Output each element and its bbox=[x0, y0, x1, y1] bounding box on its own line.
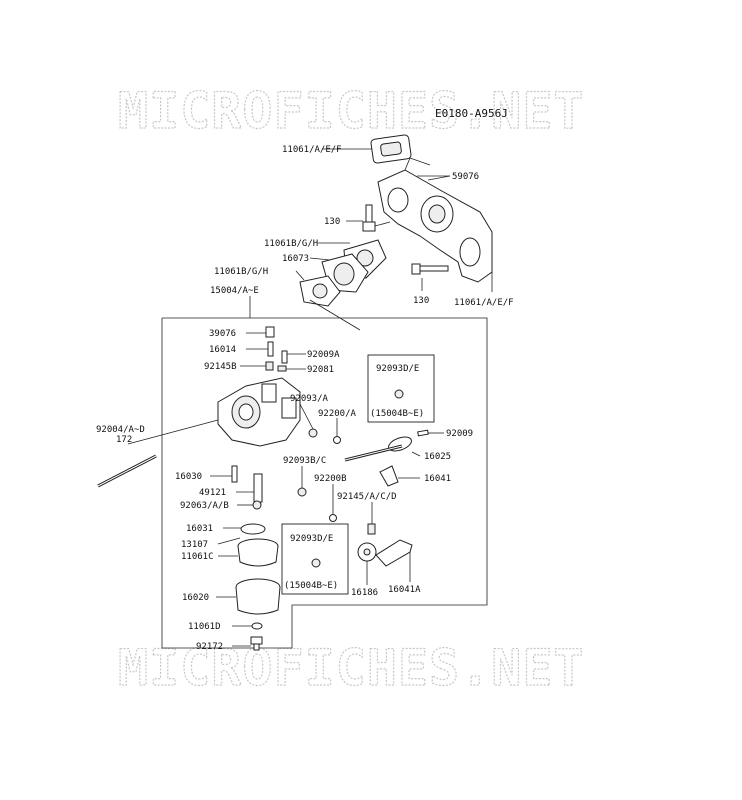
float-16031-part bbox=[240, 523, 266, 535]
nut-92063-part bbox=[252, 500, 262, 510]
label-spring-92145acd: 92145/A/C/D bbox=[337, 492, 397, 502]
label-manifold: 59076 bbox=[452, 172, 479, 182]
label-gasket-bgh-lower: 11061B/G/H bbox=[214, 267, 268, 277]
label-lever-16041: 16041 bbox=[424, 474, 451, 484]
manifold-part bbox=[377, 157, 493, 283]
label-screw-92009a: 92009A bbox=[307, 350, 340, 360]
label-box1-note: (15004B~E) bbox=[370, 409, 424, 419]
label-oring-92093bc: 92093B/C bbox=[283, 456, 326, 466]
lever-16041-part bbox=[344, 444, 403, 487]
label-jet-16014: 16014 bbox=[209, 345, 236, 355]
label-stud-172: 172 bbox=[116, 435, 132, 445]
label-float-16031: 16031 bbox=[186, 524, 213, 534]
insulator-part bbox=[321, 253, 369, 293]
label-gasket-top: 11061/A/E/F bbox=[282, 145, 342, 155]
arm-16041a-part bbox=[375, 539, 413, 567]
plate-16025-part bbox=[388, 436, 412, 452]
oring-92093a-part bbox=[308, 428, 318, 438]
label-tube-49121: 49121 bbox=[199, 488, 226, 498]
label-bowl-16020: 16020 bbox=[182, 593, 209, 603]
gasket-11061d-part bbox=[251, 622, 263, 630]
label-gasket-11061d: 11061D bbox=[188, 622, 221, 632]
cap-part bbox=[265, 326, 275, 338]
label-box1-ref: 92093D/E bbox=[376, 364, 419, 374]
washer-92200b-part bbox=[329, 514, 337, 522]
stud-part bbox=[97, 454, 157, 488]
label-plate-16025: 16025 bbox=[424, 452, 451, 462]
label-pin-13107: 13107 bbox=[181, 540, 208, 550]
label-box2-note: (15004B~E) bbox=[284, 581, 338, 591]
label-carb-assembly: 15004/A~E bbox=[210, 286, 259, 296]
label-nut-92063: 92063/A/B bbox=[180, 501, 229, 511]
jet-part bbox=[267, 341, 274, 357]
label-stud-92004: 92004/A~D bbox=[96, 425, 145, 435]
note-box-upper bbox=[367, 354, 435, 423]
label-gasket-bgh-upper: 11061B/G/H bbox=[264, 239, 318, 249]
label-bolt-130-lower: 130 bbox=[413, 296, 429, 306]
label-washer-92200b: 92200B bbox=[314, 474, 347, 484]
label-arm-16041a: 16041A bbox=[388, 585, 421, 595]
tube-49121-part bbox=[253, 473, 263, 503]
label-cap-39076: 39076 bbox=[209, 329, 236, 339]
watermark-top: MICROFICHES.NET bbox=[118, 82, 585, 140]
label-insulator: 16073 bbox=[282, 254, 309, 264]
label-spring-92145b: 92145B bbox=[204, 362, 237, 372]
label-gasket-right: 11061/A/E/F bbox=[454, 298, 514, 308]
label-screw-92009: 92009 bbox=[446, 429, 473, 439]
bolt-130-lower-part bbox=[411, 263, 449, 275]
collar-16186-part bbox=[357, 542, 377, 562]
gasket-11061c-part bbox=[237, 538, 279, 567]
diagram-code: E0180-A956J bbox=[435, 107, 508, 120]
carburetor-body-part bbox=[217, 377, 301, 447]
oring-92093bc-part bbox=[297, 487, 307, 497]
gasket-bgh-lower-part bbox=[299, 275, 341, 307]
note-box-lower bbox=[281, 523, 349, 595]
label-ring-92081: 92081 bbox=[307, 365, 334, 375]
bolt-130-upper-part bbox=[362, 204, 376, 232]
bolt-92172-part bbox=[250, 636, 263, 651]
label-bolt-130-upper: 130 bbox=[324, 217, 340, 227]
ring-92081-part bbox=[277, 365, 287, 372]
spring-92145b-part bbox=[265, 361, 274, 371]
screw-92009-part bbox=[417, 429, 429, 437]
label-collar-16186: 16186 bbox=[351, 588, 378, 598]
screw-92009a-part bbox=[281, 350, 288, 364]
screw-16030-part bbox=[231, 465, 238, 483]
label-washer-92200a: 92200/A bbox=[318, 409, 357, 419]
label-bolt-92172: 92172 bbox=[196, 642, 223, 652]
gasket-top-part bbox=[370, 134, 412, 164]
spring-92145acd-part bbox=[367, 523, 376, 535]
washer-92200a-part bbox=[333, 436, 341, 444]
bowl-16020-part bbox=[235, 578, 281, 615]
assembly-outline bbox=[161, 317, 488, 649]
label-oring-92093a: 92093/A bbox=[290, 394, 329, 404]
label-gasket-11061c: 11061C bbox=[181, 552, 214, 562]
label-box2-ref: 92093D/E bbox=[290, 534, 333, 544]
label-screw-16030: 16030 bbox=[175, 472, 202, 482]
